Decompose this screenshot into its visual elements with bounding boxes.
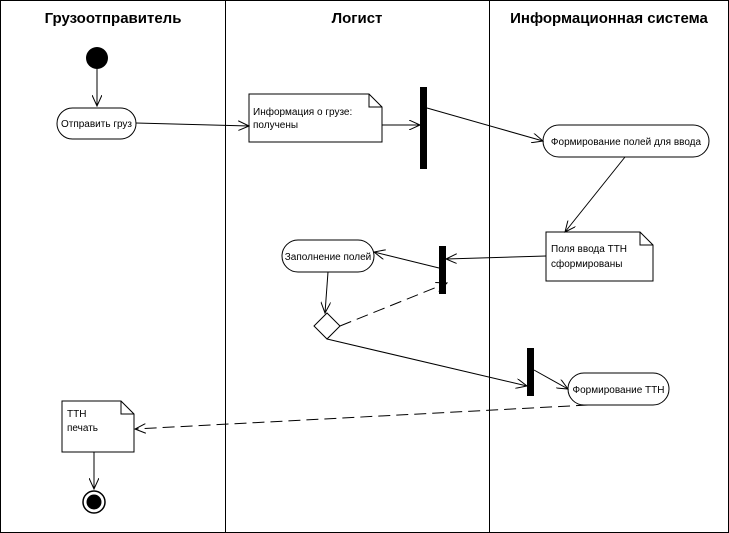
- edge-form-fields-to-note: [565, 156, 626, 232]
- final-node-core: [86, 494, 102, 510]
- lane-title-info-system: Информационная система: [510, 10, 708, 27]
- edge-fork2-to-fill-fields: [374, 252, 440, 269]
- edge-note-to-fork2: [446, 256, 547, 259]
- action-fill-fields-label: Заполнение полей: [285, 252, 371, 263]
- edge-fill-fields-to-decision: [325, 271, 328, 313]
- edge-form-ttn-to-print-dashed: [135, 404, 589, 429]
- action-form-ttn-label: Формирование ТТН: [573, 385, 665, 396]
- note-ttn-fields: [545, 231, 654, 282]
- initial-node: [86, 47, 108, 69]
- note-ttn-fields-fold: [639, 232, 653, 246]
- join-bar-3: [527, 348, 534, 396]
- action-send-cargo-label: Отправить груз: [61, 119, 132, 130]
- note-cargo-info-line1: Информация о грузе:: [253, 106, 352, 118]
- fork-bar-1: [420, 87, 427, 169]
- edge-join3-to-form-ttn: [533, 369, 568, 389]
- note-ttn-print-fold: [120, 401, 134, 415]
- decision-node: [313, 312, 341, 340]
- note-ttn-print-line2: печать: [67, 423, 98, 434]
- edge-send-to-note: [135, 123, 249, 126]
- note-ttn-print-line1: ТТН: [67, 409, 86, 420]
- lane-title-logist: Логист: [332, 10, 383, 27]
- note-ttn-fields-line2: сформированы: [551, 258, 622, 270]
- edge-decision-to-fork2-dashed: [339, 283, 447, 327]
- fork-bar-2: [439, 246, 446, 294]
- note-cargo-info-line2: получены: [253, 120, 298, 131]
- action-form-fields-label: Формирование полей для ввода: [551, 137, 702, 148]
- note-cargo-info: [248, 93, 383, 143]
- lane-title-shipper: Грузоотправитель: [45, 10, 182, 27]
- note-ttn-fields-line1: Поля ввода ТТН: [551, 244, 627, 255]
- edge-fork1-to-form-fields: [426, 107, 543, 141]
- note-cargo-info-fold: [368, 94, 382, 108]
- edge-decision-to-join3: [326, 338, 527, 386]
